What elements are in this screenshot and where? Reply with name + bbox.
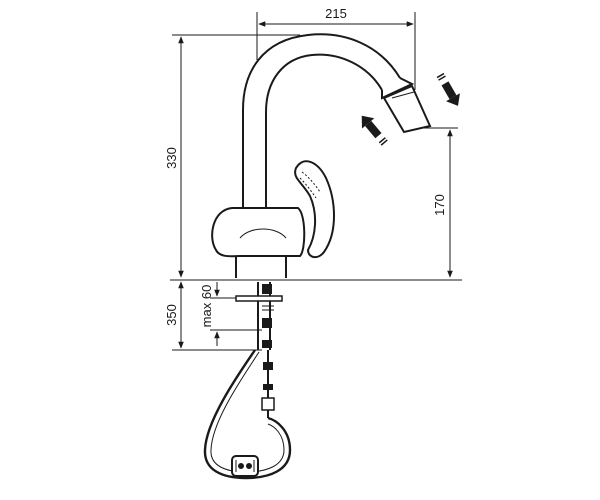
pull-out-arrows <box>361 72 460 146</box>
arrow-down-right <box>436 72 460 106</box>
faucet-body <box>211 33 432 278</box>
dimension-label-330: 330 <box>164 147 179 169</box>
dimension-below-counter: 350 <box>164 281 262 351</box>
dimension-label-170: 170 <box>432 194 447 216</box>
dimension-spout-height: 170 <box>420 127 458 278</box>
mounting-washer <box>235 295 283 302</box>
dimension-total-height: 330 <box>164 34 300 278</box>
dimension-max-thickness: max 60 <box>199 282 262 346</box>
dimension-top-width: 215 <box>256 6 416 90</box>
arrow-up-left <box>361 115 388 146</box>
dimension-label-350: 350 <box>164 304 179 326</box>
under-counter-assembly <box>203 282 292 480</box>
dimension-label-max-60: max 60 <box>199 285 214 328</box>
hose-loop <box>203 349 292 480</box>
lever-handle <box>294 160 335 258</box>
dimension-label-215: 215 <box>325 6 347 21</box>
aerator-head <box>382 84 432 134</box>
hose-weight <box>231 455 259 477</box>
